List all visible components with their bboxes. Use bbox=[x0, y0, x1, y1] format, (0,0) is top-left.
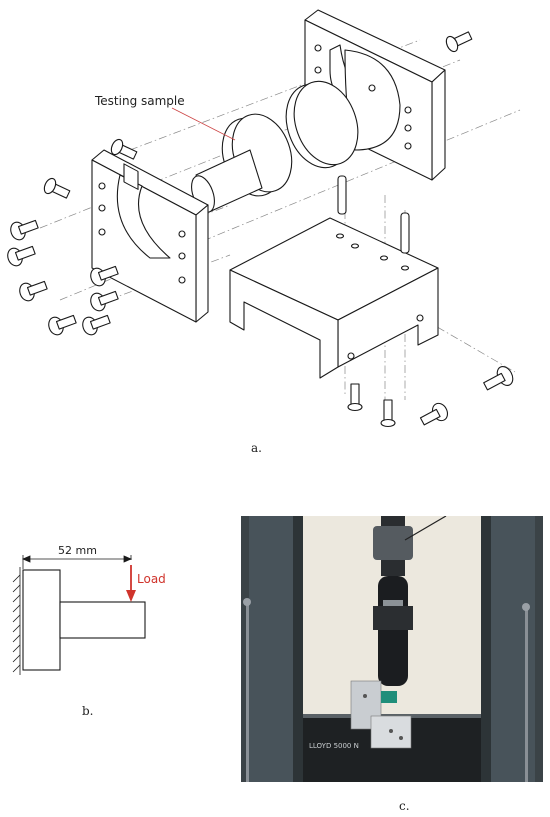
disc-plate bbox=[285, 80, 359, 169]
screws bbox=[7, 31, 514, 428]
load-schematic: 52 mm Load bbox=[12, 544, 166, 675]
load-arrow bbox=[126, 565, 136, 602]
upper-grip bbox=[373, 516, 447, 686]
sample-shaft bbox=[59, 601, 146, 639]
dowel-pins bbox=[337, 175, 410, 254]
fixed-wall-hatch bbox=[12, 567, 21, 675]
caption-c: c. bbox=[399, 799, 410, 813]
base-block-holes bbox=[335, 233, 424, 360]
exploded-fixture-drawing: Testing sample bbox=[7, 9, 521, 428]
left-bracket bbox=[91, 149, 209, 323]
caption-a: a. bbox=[251, 441, 262, 455]
fixture-on-base bbox=[350, 680, 412, 749]
flange-block bbox=[22, 569, 61, 671]
dimension-line bbox=[21, 555, 133, 569]
left-bracket-holes bbox=[98, 182, 186, 284]
testing-machine-photo: LLOYD 5000 N bbox=[241, 516, 543, 782]
machine-label: LLOYD 5000 N bbox=[309, 742, 359, 750]
dimension-label: 52 mm bbox=[58, 544, 97, 557]
load-label: Load bbox=[137, 572, 166, 586]
base-block bbox=[229, 217, 439, 379]
testing-sample bbox=[191, 113, 293, 213]
caption-b: b. bbox=[82, 704, 94, 718]
callout-leader bbox=[171, 107, 236, 141]
testing-sample-callout: Testing sample bbox=[94, 94, 185, 108]
